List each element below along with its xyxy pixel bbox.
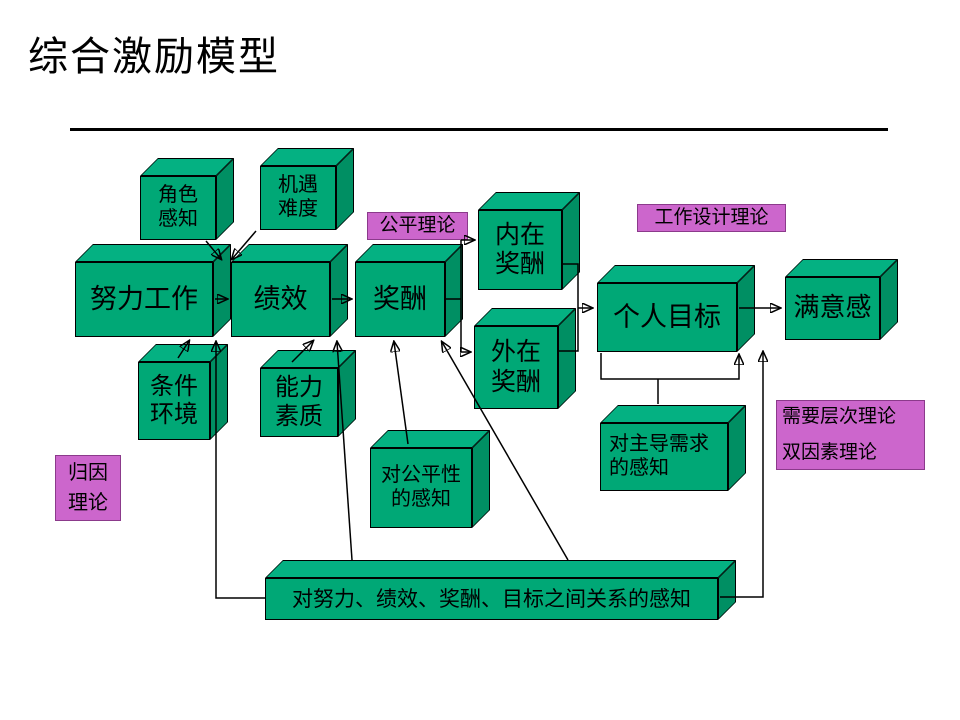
label-needs-theories: 需要层次理论 双因素理论 (776, 400, 925, 470)
node-role-perception-label: 角色 感知 (140, 176, 216, 240)
node-opportunity-difficulty-label: 机遇 难度 (260, 166, 336, 230)
box-side-face (330, 244, 348, 337)
arrow-needs-to-goal-bracket (600, 353, 739, 380)
box-top-face (600, 405, 746, 423)
box-top-face (597, 265, 755, 283)
box-top-face (75, 244, 231, 262)
box-side-face (213, 244, 231, 337)
node-intrinsic-reward-label: 内在 奖酬 (478, 210, 562, 290)
node-satisfaction-label: 满意感 (785, 277, 880, 340)
node-fairness-perception-label: 对公平性 的感知 (370, 448, 472, 528)
label-attribution-theory: 归因 理论 (55, 455, 121, 521)
arrow-fairness-to-reward (394, 342, 409, 445)
node-extrinsic-reward-label: 外在 奖酬 (474, 326, 558, 409)
node-effort-label: 努力工作 (75, 262, 213, 337)
label-equity-theory: 公平理论 (367, 212, 468, 240)
box-side-face (472, 430, 490, 528)
node-dominant-needs-perception-label: 对主导需求 的感知 (600, 423, 728, 491)
page-title: 综合激励模型 (28, 34, 280, 79)
label-job-design-theory: 工作设计理论 (637, 204, 786, 232)
title-divider (70, 128, 888, 131)
box-side-face (558, 308, 576, 409)
box-side-face (445, 244, 463, 337)
box-top-face (370, 430, 490, 448)
box-top-face (265, 560, 736, 578)
box-top-face (231, 244, 348, 262)
node-relations-perception-label: 对努力、绩效、奖酬、目标之间关系的感知 (265, 578, 718, 620)
box-side-face (210, 344, 228, 440)
node-reward-label: 奖酬 (355, 262, 445, 337)
node-personal-goal-label: 个人目标 (597, 283, 737, 352)
node-ability-label: 能力 素质 (260, 368, 338, 437)
node-conditions-label: 条件 环境 (138, 362, 210, 440)
box-side-face (562, 192, 580, 290)
node-performance-label: 绩效 (231, 262, 330, 337)
